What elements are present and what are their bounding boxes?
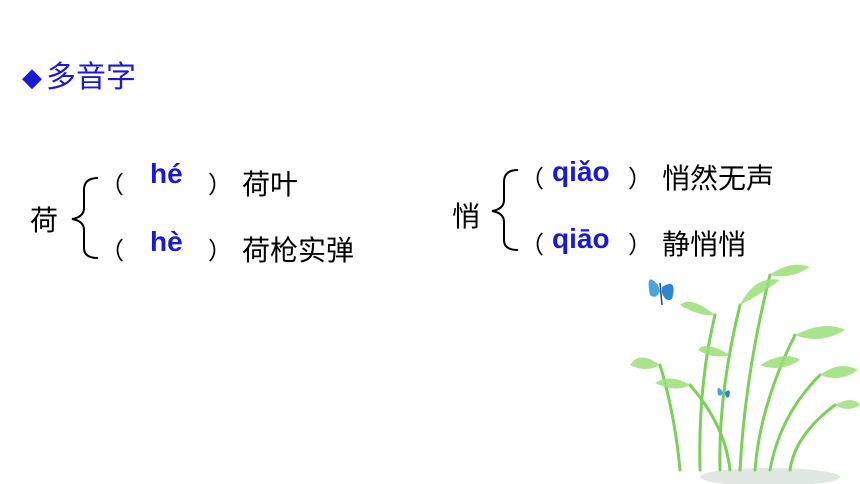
open-paren: （	[100, 171, 124, 199]
example-word: 悄然无声	[662, 162, 775, 195]
pinyin-reading: qiāo	[552, 223, 610, 254]
title-text: 多音字	[46, 60, 136, 95]
pinyin-reading: hé	[150, 158, 183, 189]
butterfly-icon	[648, 279, 674, 306]
close-paren: ）	[208, 171, 232, 199]
section-title: ◆ 多音字	[22, 58, 136, 98]
close-paren: ）	[628, 165, 652, 193]
butterfly-icon	[717, 387, 730, 398]
plant-illustration	[630, 264, 860, 484]
brace-icon	[491, 169, 519, 251]
open-paren: （	[100, 237, 124, 265]
example-word: 荷叶	[242, 168, 299, 201]
diamond-icon: ◆	[22, 63, 42, 93]
polyphone-char: 荷	[30, 204, 59, 237]
close-paren: ）	[208, 237, 232, 265]
close-paren: ）	[628, 231, 652, 259]
example-word: 荷枪实弹	[242, 234, 355, 267]
polyphone-char: 悄	[452, 200, 481, 233]
brace-icon	[71, 177, 99, 259]
pinyin-reading: qiǎo	[552, 156, 610, 187]
example-word: 静悄悄	[662, 228, 747, 261]
pinyin-reading: hè	[150, 226, 183, 257]
open-paren: （	[520, 231, 544, 259]
open-paren: （	[520, 165, 544, 193]
